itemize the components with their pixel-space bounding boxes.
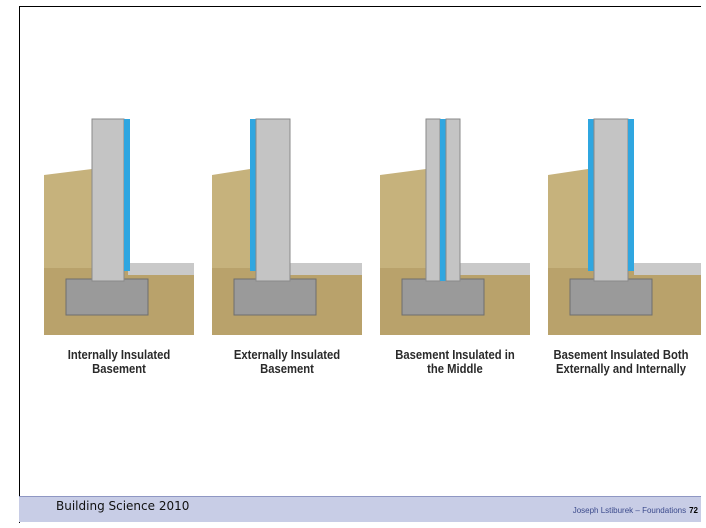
foundation-wall-inner [445,118,461,282]
page-number: 72 [689,506,698,515]
caption-insulated-both: Basement Insulated Both Externally and I… [545,348,698,376]
foundation-wall-outer [425,118,441,282]
footer-course-title: Building Science 2010 [56,499,190,513]
footing [401,278,485,316]
slab [128,263,194,275]
footing [233,278,317,316]
caption-insulated-middle: Basement Insulated in the Middle [379,348,532,376]
insulation-layer [440,119,446,281]
caption-line2: Basement [92,362,146,376]
soil-backfill [380,169,426,273]
diagram-insulated-middle [380,113,530,335]
soil-backfill [548,169,588,273]
insulation-inner [628,119,634,271]
diagram-externally-insulated [212,113,362,335]
caption-line1: Basement Insulated Both [553,348,689,362]
foundation-wall [593,118,629,282]
footer-bar [19,496,701,522]
slab [460,263,530,275]
caption-line2: Basement [260,362,314,376]
soil-backfill [212,169,250,273]
insulation-layer [250,119,256,271]
caption-line1: Internally Insulated [67,348,171,362]
caption-line1: Basement Insulated in [395,348,515,362]
caption-externally-insulated: Externally Insulated Basement [211,348,364,376]
foundation-wall [255,118,291,282]
insulation-outer [588,119,594,271]
caption-internally-insulated: Internally Insulated Basement [43,348,196,376]
footer-credit-text: Joseph Lstiburek – Foundations [572,506,687,515]
slab [290,263,362,275]
diagram-insulated-both [548,113,701,335]
diagram-internally-insulated [44,113,194,335]
slab [634,263,701,275]
caption-line2: the Middle [427,362,483,376]
caption-line1: Externally Insulated [233,348,341,362]
foundation-wall [91,118,125,282]
caption-line2: Externally and Internally [555,362,687,376]
insulation-layer [124,119,130,271]
footing [65,278,149,316]
footing [569,278,653,316]
soil-backfill [44,169,92,273]
